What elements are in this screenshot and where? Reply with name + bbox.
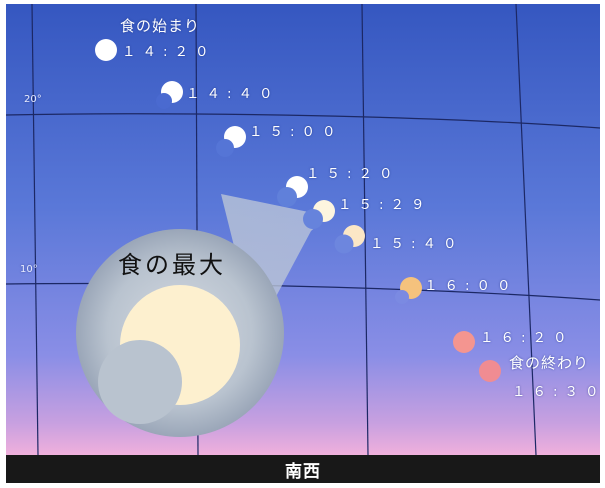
sun-1500 [216, 126, 246, 157]
time-label-1440: １４:４０ [186, 86, 280, 102]
sun-1630 [479, 360, 501, 382]
sun-1600 [395, 277, 422, 304]
sun-1529 [303, 200, 335, 229]
grid-line-az4 [515, 4, 537, 455]
sun-1540 [334, 225, 365, 254]
time-label-1620: １６:２０ [480, 330, 574, 346]
altitude-label-10: 10° [20, 264, 38, 275]
time-label-1630: １６:３０ [512, 384, 600, 400]
altitude-label-20: 20° [24, 94, 42, 105]
grid-line-alt10 [6, 282, 600, 301]
sun-1440 [156, 81, 183, 109]
direction-label: 南西 [285, 461, 321, 482]
grid-line-az3 [361, 4, 369, 455]
grid-line-az1 [31, 4, 39, 455]
sun-max-enlarged [98, 285, 240, 424]
eclipse-max-title: 食の最大 [118, 251, 226, 279]
grid-line-alt20 [6, 113, 600, 129]
time-label-1500: １５:００ [249, 124, 343, 140]
sky-chart [6, 4, 600, 455]
time-label-1600: １６:００ [424, 278, 518, 294]
sun-track [95, 39, 501, 382]
sun-1520 [277, 176, 308, 207]
coordinate-grid [6, 4, 600, 455]
eclipse-end-title: 食の終わり [509, 354, 590, 372]
sky-panel: 20° 10° 食の始まり 食の終わり １４:２０ １４:４０ １５:００ １５… [6, 4, 600, 455]
sun-1420 [95, 39, 117, 61]
time-label-1529: １５:２９ [338, 197, 432, 213]
sun-1620 [453, 331, 475, 353]
time-label-1420: １４:２０ [122, 44, 216, 60]
time-label-1520: １５:２０ [306, 166, 400, 182]
eclipse-start-title: 食の始まり [120, 17, 201, 35]
direction-bar: 南西 [6, 455, 600, 483]
time-label-1540: １５:４０ [370, 236, 464, 252]
